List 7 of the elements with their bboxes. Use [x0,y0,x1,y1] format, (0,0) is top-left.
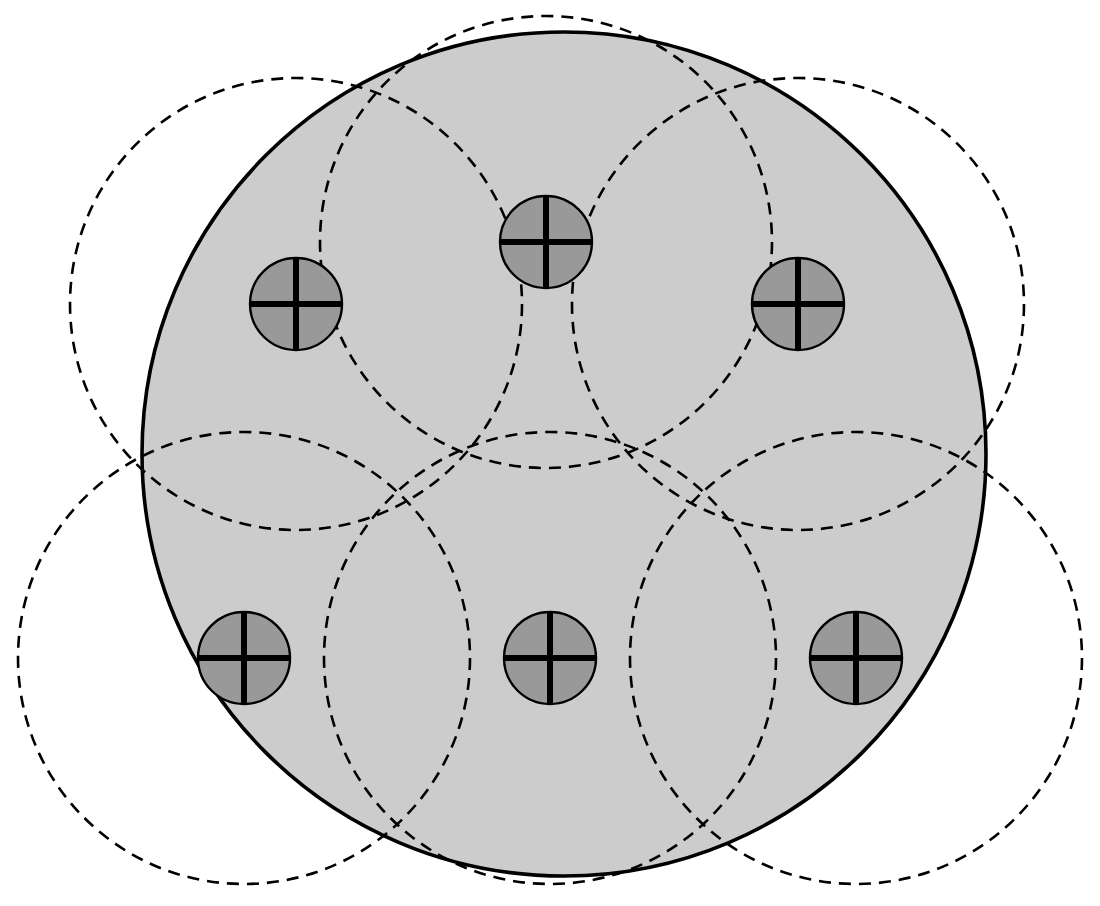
plus-circle-icon [502,610,598,706]
plus-circle-icon [750,256,846,352]
plus-circle-icon [808,610,904,706]
plus-circle-icon [248,256,344,352]
plus-circle-icon [196,610,292,706]
large-circle [140,30,988,878]
plus-circle-icon [498,194,594,290]
